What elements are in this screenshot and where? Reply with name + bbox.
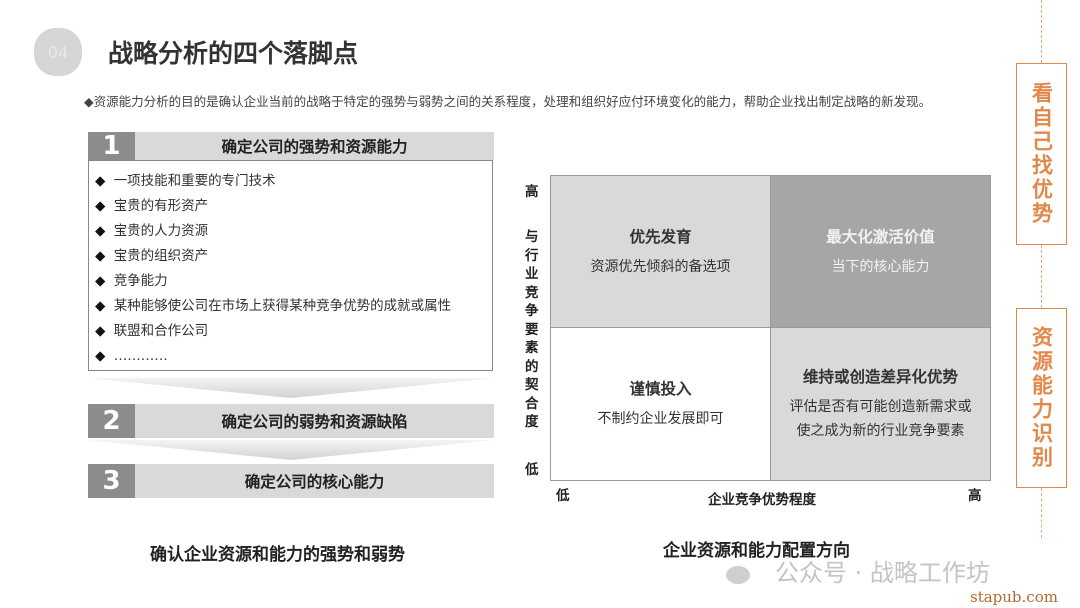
list-item: 宝贵的组织资产 — [95, 244, 492, 269]
dashed-connector — [1041, 488, 1042, 538]
matrix-grid: 优先发育 资源优先倾斜的备选项 最大化激活价值 当下的核心能力 谨慎投入 不制约… — [550, 175, 991, 481]
watermark-site: stapub.com — [970, 588, 1058, 606]
quadrant-text: 资源优先倾斜的备选项 — [590, 258, 731, 275]
section-number-badge: 04 — [34, 28, 82, 76]
y-axis-high: 高 — [525, 184, 539, 200]
quadrant-title: 谨慎投入 — [629, 380, 692, 398]
quadrant-top-left: 优先发育 资源优先倾斜的备选项 — [551, 176, 771, 328]
list-item: 宝贵的人力资源 — [95, 219, 492, 244]
strengths-list: 一项技能和重要的专门技术 宝贵的有形资产 宝贵的人力资源 宝贵的组织资产 竞争能… — [88, 160, 493, 371]
quadrant-text: 不制约企业发展即可 — [597, 411, 724, 427]
quadrant-bottom-right: 维持或创造差异化优势 评估是否有可能创造新需求或 使之成为新的行业竞争要素 — [771, 328, 990, 480]
watermark-text: 公众号 · 战略工作坊 — [775, 559, 990, 587]
list-item: ………… — [95, 344, 492, 369]
step-2-number: 2 — [88, 404, 135, 438]
quadrant-title: 优先发育 — [629, 227, 692, 246]
left-caption: 确认企业资源和能力的强势和弱势 — [150, 545, 405, 565]
step-3-label: 确定公司的核心能力 — [135, 464, 494, 498]
quadrant-text: 评估是否有可能创造新需求或 — [789, 399, 972, 415]
list-item: 宝贵的有形资产 — [95, 194, 492, 219]
intro-text: ◆资源能力分析的目的是确认企业当前的战略于特定的强势与弱势之间的关系程度，处理和… — [84, 94, 932, 109]
y-axis-low: 低 — [525, 462, 539, 478]
y-axis-label: 与行业竞争要素的契合度 — [525, 229, 539, 430]
list-item: 联盟和合作公司 — [95, 319, 492, 344]
x-axis-low: 低 — [556, 488, 570, 504]
x-axis-label: 企业竞争优势程度 — [708, 492, 816, 508]
step-1-label: 确定公司的强势和资源能力 — [135, 132, 494, 160]
quadrant-title: 最大化激活价值 — [826, 227, 935, 246]
list-item: 某种能够使公司在市场上获得某种竞争优势的成就或属性 — [95, 294, 492, 319]
down-arrow-icon — [88, 378, 494, 398]
down-arrow-icon — [88, 440, 494, 460]
dashed-connector — [1041, 245, 1042, 308]
step-1-number: 1 — [88, 131, 135, 161]
quadrant-top-right: 最大化激活价值 当下的核心能力 — [771, 176, 990, 328]
quadrant-bottom-left: 谨慎投入 不制约企业发展即可 — [551, 328, 771, 480]
dashed-connector — [1041, 0, 1042, 63]
list-item: 竞争能力 — [95, 269, 492, 294]
side-box-strengths: 看自己找优势 — [1016, 63, 1067, 245]
quadrant-text: 使之成为新的行业竞争要素 — [796, 423, 965, 439]
quadrant-text: 当下的核心能力 — [831, 258, 930, 275]
step-2-label: 确定公司的弱势和资源缺陷 — [135, 404, 494, 438]
x-axis-high: 高 — [968, 488, 982, 504]
quadrant-title: 维持或创造差异化优势 — [802, 368, 958, 386]
side-box-identify: 资源能力识别 — [1016, 308, 1067, 488]
wechat-icon — [726, 566, 750, 584]
list-item: 一项技能和重要的专门技术 — [95, 169, 492, 194]
step-3-number: 3 — [88, 464, 135, 498]
page-title: 战略分析的四个落脚点 — [108, 39, 359, 68]
matrix-caption: 企业资源和能力配置方向 — [663, 541, 850, 561]
